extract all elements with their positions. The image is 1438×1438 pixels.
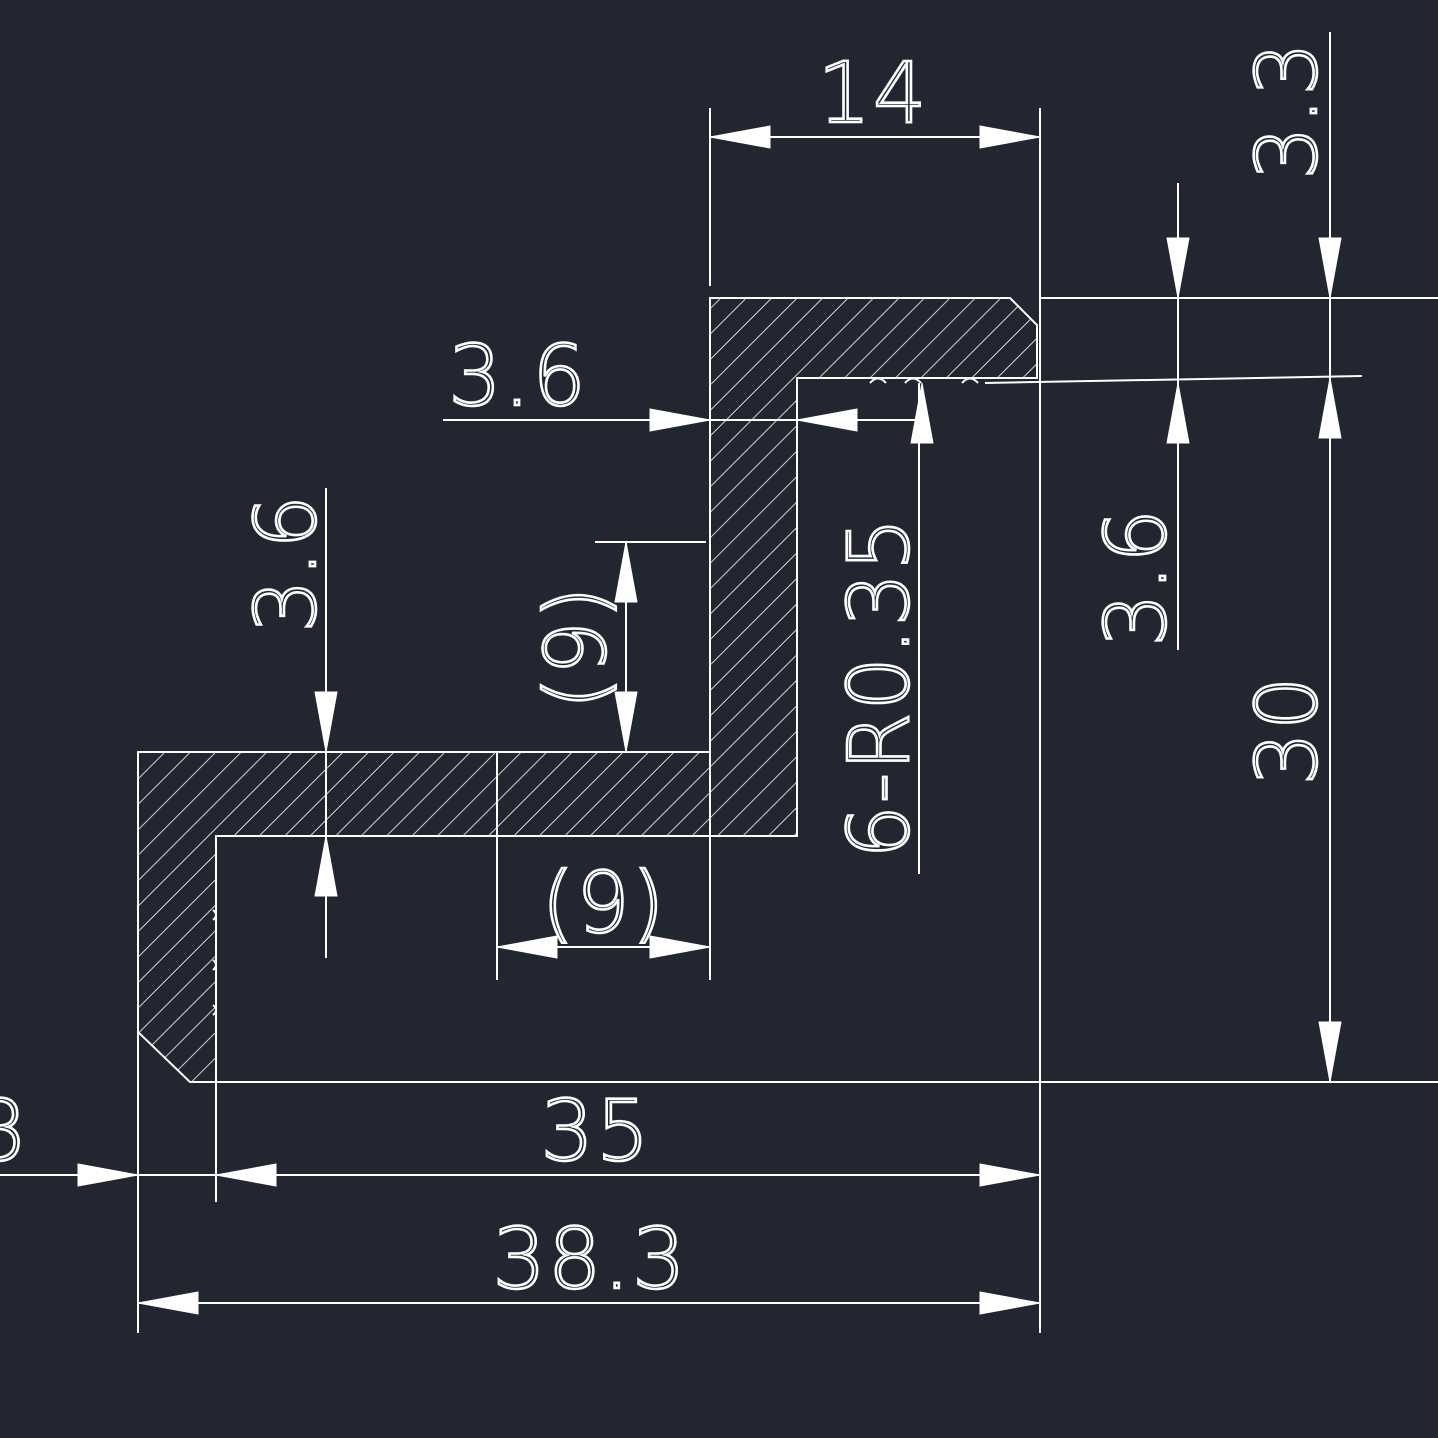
arrow — [614, 541, 638, 603]
dimension-texts: 14 38.3 35 3 (9) 3.6 (9) 3.6 6-R0.35 3.6… — [0, 39, 1337, 1309]
dim-label-3-6-vertical-left: 3.6 — [237, 493, 335, 633]
arrow — [614, 691, 638, 753]
dim-label-6-r0-35: 6-R0.35 — [830, 515, 928, 858]
profile-outline — [137, 297, 1038, 1083]
arrow — [1318, 1021, 1342, 1083]
dim-label-9-horizontal: (9) — [542, 854, 667, 952]
dim-label-9-vertical: (9) — [527, 585, 625, 710]
arrow — [314, 835, 338, 897]
arrow — [1318, 237, 1342, 299]
dim-label-35: 35 — [541, 1082, 652, 1180]
dim-label-3-partial: 3 — [0, 1082, 29, 1180]
arrow — [137, 1291, 199, 1315]
dim-label-38-3: 38.3 — [492, 1210, 687, 1308]
arrow — [649, 408, 711, 432]
dim-label-3-6-vertical-right: 3.6 — [1087, 507, 1185, 647]
profile-section — [137, 297, 1038, 1083]
arrowheads — [77, 125, 1342, 1315]
arrow — [1166, 382, 1190, 444]
dim-label-3-6-horizontal: 3.6 — [448, 327, 588, 425]
arrow — [979, 1291, 1041, 1315]
arrow — [979, 1163, 1041, 1187]
arrow — [1166, 237, 1190, 299]
arrow — [709, 125, 771, 149]
dim-label-30: 30 — [1238, 675, 1336, 786]
dim-label-3-3: 3.3 — [1238, 40, 1336, 180]
arrow — [77, 1163, 139, 1187]
arrow — [979, 125, 1041, 149]
arrow — [215, 1163, 277, 1187]
arrow — [314, 691, 338, 753]
dim-label-14: 14 — [818, 44, 929, 142]
groove-marks — [212, 377, 979, 1016]
arrow — [649, 935, 711, 959]
arrow — [796, 408, 858, 432]
arrow — [910, 382, 934, 444]
arrow — [496, 935, 558, 959]
arrow — [1318, 377, 1342, 439]
